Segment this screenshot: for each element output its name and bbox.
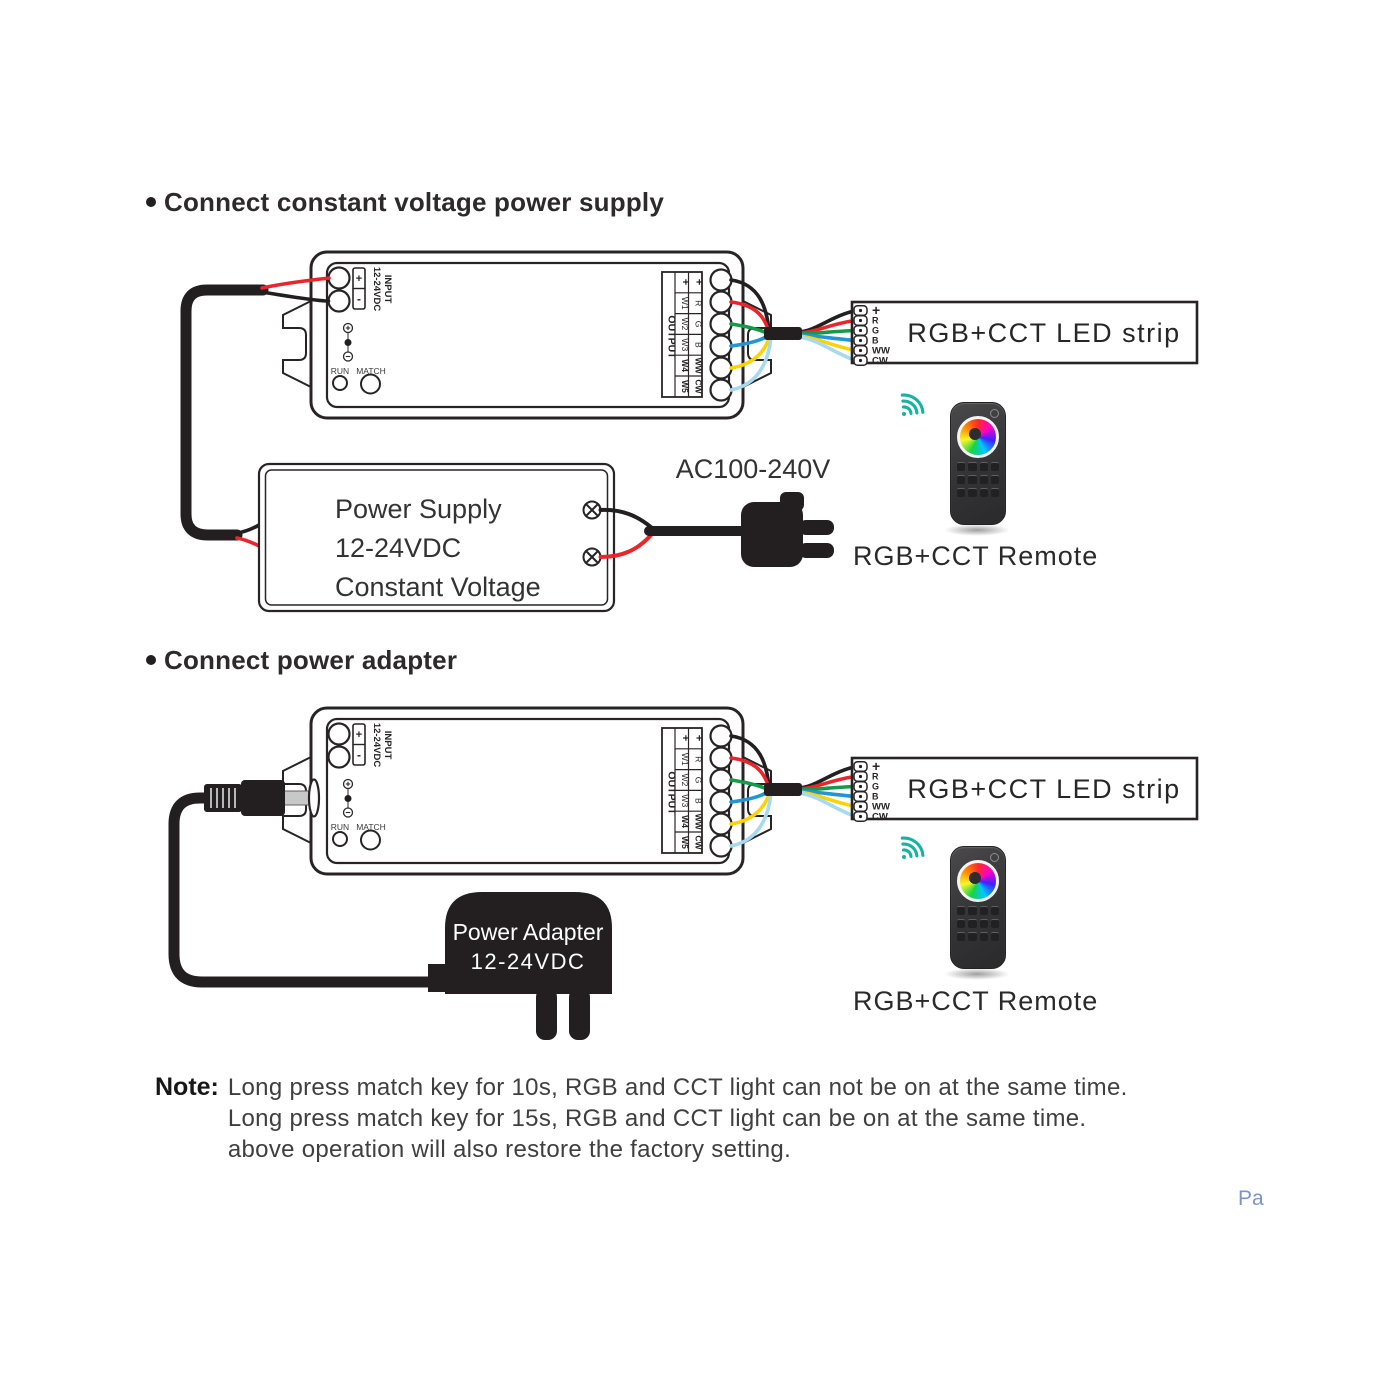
section-bullet: [146, 655, 156, 665]
adapter-cable: [168, 792, 438, 988]
adapter-name: Power Adapter: [453, 919, 604, 945]
rf-remote: [950, 402, 1006, 525]
plug-prong: [799, 543, 834, 558]
wire-red: [260, 276, 331, 290]
page-footer-partial: Pa: [1238, 1187, 1264, 1210]
rf-remote: [950, 846, 1006, 969]
color-wheel: [957, 416, 999, 458]
remote-label: RGB+CCT Remote: [853, 541, 1099, 571]
wire-black: [260, 290, 331, 303]
wire-black: [598, 507, 654, 530]
dc-plug-barrel: [241, 780, 285, 816]
remote-keypad: [957, 462, 999, 497]
power-cable: [180, 284, 269, 541]
power-supply-voltage: 12-24VDC: [335, 533, 461, 563]
color-wheel: [957, 860, 999, 902]
adapter-prong: [536, 988, 557, 1040]
note-label: Note:: [155, 1073, 219, 1101]
adapter-cable-tab: [428, 964, 450, 992]
section-1-heading: Connect constant voltage power supply: [164, 187, 665, 217]
note-block: Note: Long press match key for 10s, RGB …: [155, 1072, 1128, 1165]
adapter-body: [445, 892, 612, 994]
adapter-wiring: [168, 778, 438, 988]
section-2-heading: Connect power adapter: [164, 645, 458, 675]
section-bullet: [146, 197, 156, 207]
plug-prong: [799, 520, 834, 535]
ac-plug: [598, 492, 834, 567]
ac-voltage-label: AC100-240V: [676, 454, 831, 484]
plug-body: [741, 502, 803, 567]
adapter-voltage: 12-24VDC: [471, 949, 586, 974]
power-button-icon: [990, 853, 999, 862]
remote-shadow: [944, 524, 1010, 536]
power-button-icon: [990, 409, 999, 418]
power-supply-type: Constant Voltage: [335, 572, 541, 602]
remote-shadow: [944, 968, 1010, 980]
remote-keypad: [957, 906, 999, 941]
power-supply-name: Power Supply: [335, 494, 502, 524]
note-line: above operation will also restore the fa…: [227, 1136, 792, 1163]
power-supply-unit: Power Supply 12-24VDC Constant Voltage: [257, 462, 616, 613]
dc-plug-tip: [283, 790, 312, 806]
note-line: Long press match key for 15s, RGB and CC…: [227, 1105, 1087, 1132]
remote-label: RGB+CCT Remote: [853, 986, 1099, 1016]
wire-red: [598, 532, 654, 559]
adapter-prong: [569, 988, 590, 1040]
power-adapter: Power Adapter 12-24VDC: [428, 892, 612, 1040]
note-lines: Long press match key for 10s, RGB and CC…: [228, 1072, 1128, 1165]
dc-jack-flange: [307, 778, 321, 818]
note-line: Long press match key for 10s, RGB and CC…: [227, 1074, 1128, 1101]
